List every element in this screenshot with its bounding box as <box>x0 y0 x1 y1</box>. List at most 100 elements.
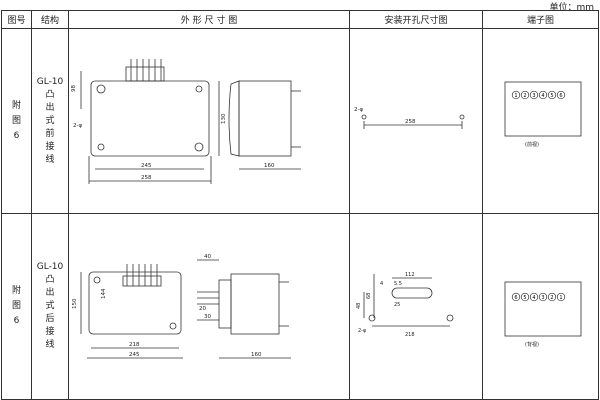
terminal-number: 1 <box>514 93 517 99</box>
terminal-circle <box>529 90 539 100</box>
cutout-drawing-rear: 112 218 48 68 5.5 25 4 2-φ <box>356 272 454 338</box>
dim-label: 20 <box>199 306 206 312</box>
terminal-circle <box>547 90 557 100</box>
terminal-box <box>504 281 582 337</box>
terminal-number: 2 <box>550 295 553 301</box>
terminal-circle <box>538 292 548 302</box>
cutout-hole <box>459 114 465 120</box>
model-label: GL-10 <box>36 262 64 272</box>
outline-drawing-cell: 150 144 218 245 40 20 30 160 <box>68 213 350 400</box>
terminal-caption: (背视) <box>525 341 539 348</box>
header-terminal: 端子图 <box>482 10 599 29</box>
structure-char: 凸 <box>45 275 55 285</box>
outline-drawing-cell: 98 130 245 258 160 2-φ <box>68 28 350 214</box>
structure-char: 式 <box>45 115 55 126</box>
dim-label: 160 <box>264 163 275 169</box>
terminal-number: 5 <box>550 93 553 99</box>
table-row: 附 图 6 GL-10 凸 出 式 后 接 线 <box>1 213 599 400</box>
terminal-number: 4 <box>541 93 544 99</box>
dim-label: 112 <box>405 272 415 278</box>
header-fig-no: 图号 <box>1 10 32 29</box>
spec-table: 图号 结构 外 形 尺 寸 图 安装开孔尺寸图 端子图 附 图 6 GL-10 … <box>1 10 599 400</box>
terminal-circle <box>547 292 557 302</box>
header-structure: 结构 <box>31 10 69 29</box>
terminal-box <box>504 81 582 137</box>
dim-label: 130 <box>221 113 227 124</box>
structure-char: 线 <box>45 340 55 350</box>
cutout-slot <box>391 287 433 299</box>
cutout-drawing-front: 258 2-φ <box>354 107 465 129</box>
fig-number-cell: 附 图 6 <box>1 213 32 400</box>
structure-cell: GL-10 凸 出 式 后 接 线 <box>31 213 69 400</box>
dim-label: 258 <box>141 175 152 181</box>
terminal-circle <box>556 292 566 302</box>
dim-label: 160 <box>251 352 262 358</box>
fig-char: 图 <box>11 115 21 126</box>
structure-char: 出 <box>45 288 55 298</box>
dim-label: 25 <box>394 302 400 308</box>
cutout-drawing-cell: 112 218 48 68 5.5 25 4 2-φ <box>349 213 483 400</box>
terminal-number: 5 <box>523 295 526 301</box>
dim-label: 4 <box>380 281 383 287</box>
model-label: GL-10 <box>36 76 64 87</box>
terminal-circle <box>520 90 530 100</box>
mount-hole <box>194 142 204 152</box>
dim-label: 258 <box>405 119 416 125</box>
outline-drawing-front: 98 130 245 258 160 2-φ <box>71 59 301 184</box>
mount-hole <box>96 84 106 94</box>
terminal-circle <box>511 90 521 100</box>
fig-char: 图 <box>11 301 21 311</box>
cutout-drawing-cell: 258 2-φ <box>349 28 483 214</box>
dim-label: 144 <box>101 288 107 299</box>
dim-label: 218 <box>405 332 415 338</box>
mount-hole <box>169 322 177 330</box>
structure-cell: GL-10 凸 出 式 前 接 线 <box>31 28 69 214</box>
terminal-number: 2 <box>523 93 526 99</box>
dim-label: 245 <box>129 352 140 358</box>
structure-char: 出 <box>45 102 55 113</box>
terminal-number: 3 <box>541 295 544 301</box>
structure-char: 式 <box>45 301 55 311</box>
fig-char: 6 <box>13 130 20 141</box>
outline-drawing-rear: 150 144 218 245 40 20 30 160 <box>72 254 291 359</box>
table-row: 附 图 6 GL-10 凸 出 式 前 接 线 <box>1 28 599 214</box>
terminal-number: 1 <box>559 295 562 301</box>
structure-char: 后 <box>45 314 55 324</box>
terminal-circle <box>556 90 566 100</box>
fig-char: 附 <box>11 286 21 296</box>
terminal-number: 3 <box>532 93 535 99</box>
dim-label: 150 <box>72 298 78 309</box>
relay-body-outline <box>90 80 210 157</box>
terminal-caption: (前视) <box>525 141 539 148</box>
structure-char: 前 <box>45 128 55 139</box>
dim-label: 98 <box>71 85 77 92</box>
unit-label: 单位：mm <box>549 3 594 13</box>
relay-body-outline <box>88 271 182 335</box>
terminal-circle <box>538 90 548 100</box>
fig-char: 附 <box>11 100 21 111</box>
side-view-body <box>238 80 292 157</box>
terminal-number: 4 <box>532 295 535 301</box>
terminal-circle <box>529 292 539 302</box>
structure-char: 接 <box>45 327 55 337</box>
fig-number-cell: 附 图 6 <box>1 28 32 214</box>
side-view-body <box>230 273 280 335</box>
structure-char: 凸 <box>45 89 55 100</box>
header-outline: 外 形 尺 寸 图 <box>68 10 350 29</box>
structure-char: 线 <box>45 154 55 165</box>
dim-label: 40 <box>204 254 211 260</box>
terminal-number: 6 <box>514 295 517 301</box>
terminal-circle <box>511 292 521 302</box>
dim-label: 30 <box>204 314 211 320</box>
structure-char: 接 <box>45 141 55 152</box>
dim-label: 218 <box>129 342 140 348</box>
mount-hole <box>93 276 101 284</box>
terminal-number: 6 <box>559 93 562 99</box>
dim-label: 2-φ <box>358 328 367 334</box>
terminal-circle <box>520 292 530 302</box>
